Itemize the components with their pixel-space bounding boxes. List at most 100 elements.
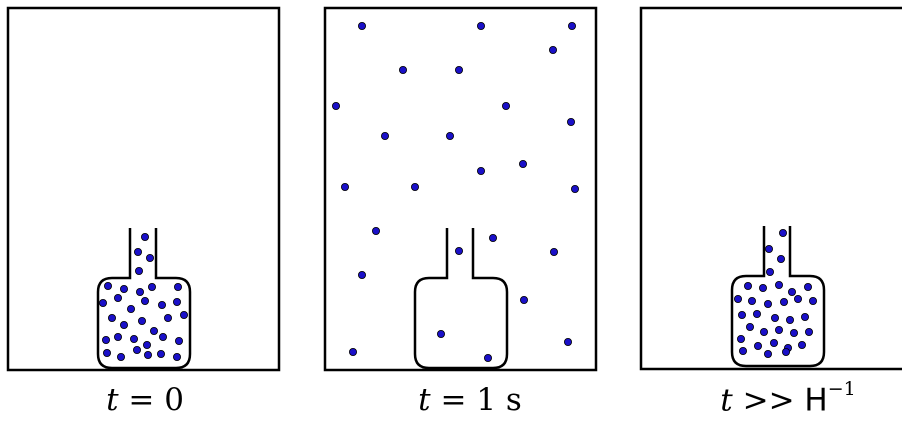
- gas-particle: [801, 312, 810, 321]
- gas-particle: [476, 21, 485, 30]
- gas-particle: [348, 347, 357, 356]
- caption-exponent: −1: [827, 378, 856, 400]
- gas-particle: [140, 296, 149, 305]
- gas-particle: [804, 282, 813, 291]
- caption-variable: t: [106, 382, 119, 418]
- caption-tlong: t >> H−1: [688, 378, 888, 420]
- gas-particle: [765, 244, 774, 253]
- gas-particle: [120, 320, 129, 329]
- gas-particle: [754, 341, 763, 350]
- gas-particle: [172, 352, 181, 361]
- panel-t1: [323, 6, 598, 372]
- gas-particle: [790, 328, 799, 337]
- gas-particle: [759, 283, 768, 292]
- gas-particle: [157, 300, 166, 309]
- gas-particle: [108, 313, 117, 322]
- gas-particle: [331, 102, 340, 111]
- gas-particle: [744, 281, 753, 290]
- particles: [99, 232, 188, 361]
- panel-t0: [6, 6, 281, 372]
- flask: [413, 228, 509, 370]
- gas-particle: [771, 313, 780, 322]
- gas-particle: [501, 102, 510, 111]
- container-box: [6, 6, 281, 372]
- caption-unit: s: [496, 382, 522, 418]
- gas-particle: [357, 270, 366, 279]
- gas-particle: [476, 166, 485, 175]
- flask: [730, 226, 826, 368]
- gas-particle: [172, 297, 181, 306]
- gas-particle: [766, 267, 775, 276]
- gas-particle: [549, 46, 558, 55]
- gas-particle: [174, 336, 183, 345]
- caption-variable: t: [720, 382, 733, 419]
- gas-particle: [780, 297, 789, 306]
- gas-particle: [777, 254, 786, 263]
- gas-particle: [770, 338, 779, 347]
- caption-unit: H: [804, 382, 828, 419]
- gas-particle: [129, 334, 138, 343]
- container-box: [639, 6, 902, 371]
- gas-particle: [760, 327, 769, 336]
- gas-particle: [734, 294, 743, 303]
- gas-particle: [746, 322, 755, 331]
- gas-particle: [147, 282, 156, 291]
- caption-relation: = 0: [118, 382, 184, 418]
- gas-particle: [357, 21, 366, 30]
- gas-particle: [520, 295, 529, 304]
- gas-particle: [145, 253, 154, 262]
- gas-particle: [134, 266, 143, 275]
- gas-particle: [519, 159, 528, 168]
- gas-particle: [454, 66, 463, 75]
- gas-particle: [340, 182, 349, 191]
- gas-particle: [738, 310, 747, 319]
- gas-particle: [567, 118, 576, 127]
- caption-t0: t = 0: [60, 382, 230, 420]
- gas-particle: [156, 349, 165, 358]
- gas-particle: [371, 226, 380, 235]
- gas-particle: [102, 335, 111, 344]
- gas-particle: [163, 313, 172, 322]
- gas-particle: [142, 340, 151, 349]
- gas-particle: [788, 287, 797, 296]
- gas-particle: [135, 287, 144, 296]
- gas-particle: [798, 340, 807, 349]
- gas-particle: [410, 182, 419, 191]
- caption-relation: >>: [732, 382, 805, 419]
- gas-particle: [380, 131, 389, 140]
- gas-particle: [127, 304, 136, 313]
- gas-particle: [398, 66, 407, 75]
- particles: [734, 228, 818, 358]
- gas-particle: [103, 348, 112, 357]
- gas-particle: [775, 280, 784, 289]
- gas-particle: [779, 228, 788, 237]
- gas-particle: [99, 298, 108, 307]
- gas-particle: [775, 325, 784, 334]
- gas-particle: [764, 299, 773, 308]
- panel-tlong: [639, 6, 902, 371]
- particles: [331, 21, 580, 362]
- container-box: [323, 6, 598, 372]
- gas-particle: [445, 131, 454, 140]
- gas-particle: [809, 296, 818, 305]
- gas-particle: [488, 233, 497, 242]
- gas-particle: [794, 294, 803, 303]
- gas-particle: [782, 347, 791, 356]
- caption-relation: = 1: [430, 382, 497, 418]
- gas-particle: [140, 232, 149, 241]
- gas-particle: [564, 337, 573, 346]
- gas-particle: [748, 296, 757, 305]
- caption-variable: t: [418, 382, 431, 418]
- gas-particle: [764, 349, 773, 358]
- gas-particle: [114, 293, 123, 302]
- gas-particle: [454, 246, 463, 255]
- gas-particle: [483, 353, 492, 362]
- caption-t1: t = 1 s: [380, 382, 560, 420]
- gas-particle: [132, 345, 141, 354]
- gas-particle: [133, 247, 142, 256]
- gas-particle: [753, 309, 762, 318]
- gas-particle: [436, 329, 445, 338]
- gas-particle: [137, 316, 146, 325]
- gas-particle: [805, 327, 814, 336]
